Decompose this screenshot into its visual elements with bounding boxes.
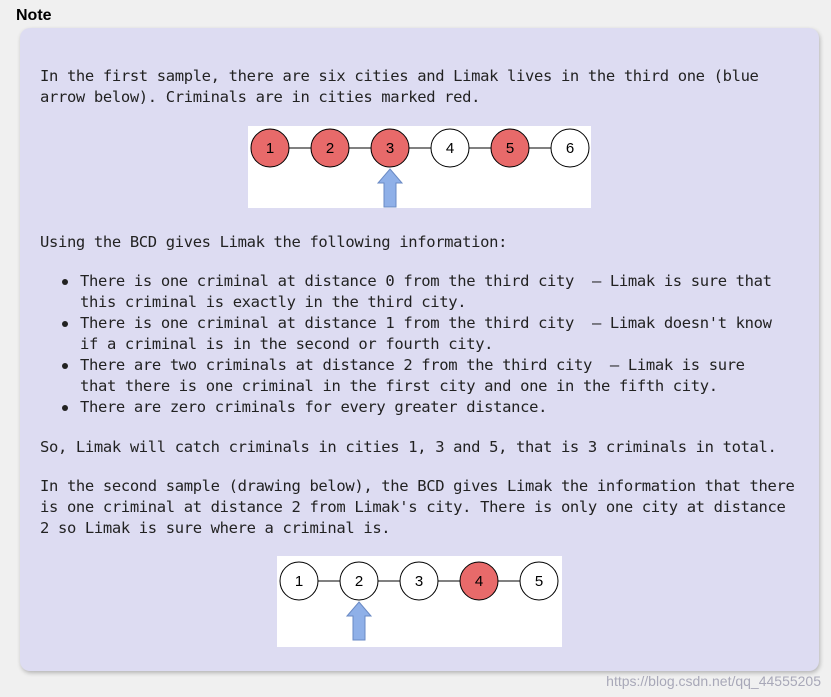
city-circle: [279, 561, 319, 601]
city-label: 4: [446, 140, 454, 157]
city-node: 5: [490, 128, 530, 168]
limak-arrow-icon: [376, 168, 404, 208]
list-item-line2: if a criminal is in the second or fourth…: [80, 335, 494, 353]
city-node: 1: [279, 561, 319, 601]
city-node: 3: [399, 561, 439, 601]
criminal-city-circle: [459, 561, 499, 601]
criminal-city-circle: [310, 128, 350, 168]
list-item-line1: There is one criminal at distance 0 from…: [80, 272, 772, 290]
limak-arrow-icon: [345, 601, 373, 641]
list-item-line1: There are two criminals at distance 2 fr…: [80, 356, 745, 374]
city-circle: [519, 561, 559, 601]
city-circle: [399, 561, 439, 601]
paragraph-second-sample-line1: In the second sample (drawing below), th…: [40, 477, 795, 495]
list-item: There is one criminal at distance 0 from…: [62, 271, 772, 313]
criminal-city-circle: [250, 128, 290, 168]
list-item-line1: There are zero criminals for every great…: [80, 398, 548, 416]
city-node: 2: [310, 128, 350, 168]
city-label: 3: [415, 573, 423, 590]
city-node: 3: [370, 128, 410, 168]
list-item: There is one criminal at distance 1 from…: [62, 313, 772, 355]
city-circle: [339, 561, 379, 601]
list-item: There are zero criminals for every great…: [62, 397, 772, 418]
city-node: 5: [519, 561, 559, 601]
figure-second-sample: 1 2 3 4 5: [277, 556, 562, 647]
city-node: 6: [550, 128, 590, 168]
city-label: 2: [326, 140, 334, 157]
bcd-info-list: There is one criminal at distance 0 from…: [62, 271, 772, 418]
city-node: 1: [250, 128, 290, 168]
criminal-city-circle: [370, 128, 410, 168]
list-item-line1: There is one criminal at distance 1 from…: [80, 314, 772, 332]
city-node: 4: [459, 561, 499, 601]
city-label: 1: [295, 573, 303, 590]
note-box: In the first sample, there are six citie…: [20, 28, 819, 671]
city-circle: [550, 128, 590, 168]
list-item-line2: that there is one criminal in the first …: [80, 377, 718, 395]
city-label: 2: [355, 573, 363, 590]
city-label: 5: [506, 140, 514, 157]
city-label: 3: [386, 140, 394, 157]
city-node: 4: [430, 128, 470, 168]
note-heading: Note: [16, 7, 52, 24]
paragraph-second-sample-line2: is one criminal at distance 2 from Limak…: [40, 498, 786, 516]
city-label: 5: [535, 573, 543, 590]
city-chain-diagram-2: 1 2 3 4 5: [279, 561, 559, 641]
city-label: 1: [266, 140, 274, 157]
list-item: There are two criminals at distance 2 fr…: [62, 355, 772, 397]
watermark: https://blog.csdn.net/qq_44555205: [606, 673, 821, 689]
city-chain-diagram-1: 1 2 3 4 5 6: [250, 128, 590, 208]
city-node: 2: [339, 561, 379, 601]
city-label: 4: [475, 573, 483, 590]
city-label: 6: [566, 140, 574, 157]
paragraph-second-sample-line3: 2 so Limak is sure where a criminal is.: [40, 519, 391, 537]
list-item-line2: this criminal is exactly in the third ci…: [80, 293, 467, 311]
paragraph-first-sample-line2: arrow below). Criminals are in cities ma…: [40, 88, 481, 106]
paragraph-first-sample-line1: In the first sample, there are six citie…: [40, 67, 759, 85]
paragraph-bcd-info: Using the BCD gives Limak the following …: [40, 233, 508, 251]
criminal-city-circle: [490, 128, 530, 168]
figure-first-sample: 1 2 3 4 5 6: [248, 126, 591, 208]
city-circle: [430, 128, 470, 168]
paragraph-summary: So, Limak will catch criminals in cities…: [40, 438, 777, 456]
